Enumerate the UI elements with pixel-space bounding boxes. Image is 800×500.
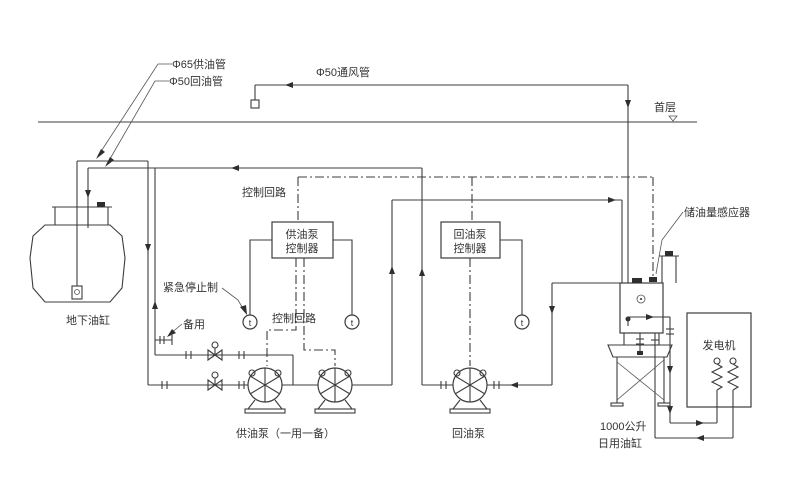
supply-controller-label-2: 控制器 [286,241,319,255]
return-pump-group: 回油泵 [419,168,620,440]
return-controller-label-2: 控制器 [454,241,487,255]
level-sensor-icon [649,277,657,282]
capped-standpipe [659,251,679,283]
control-circuit: 控制回路 控制回路 [242,176,654,366]
vent-pipe: Φ50通风管 [250,65,631,283]
flex-hose-icon [710,357,724,423]
day-tank: 1000公升 日用油缸 储油量感应器 [598,205,750,450]
foot-valve-icon [71,285,83,300]
gate-valve-icon [207,341,223,392]
tank-fitting-icon [97,202,105,207]
tank-manhole-icon [632,278,642,283]
underground-tank-label: 地下油缸 [66,313,110,327]
flange-icon [440,381,500,389]
control-loop-bottom-label: 控制回路 [272,311,316,325]
supply-pump-group: 供油泵（一用一备） [148,197,623,440]
spare-connection [155,335,173,345]
level-sensor-label: 储油量感应器 [684,205,750,219]
supply-pump-controller: 供油泵 控制器 t t 紧急停止制 [163,221,360,330]
supply-controller-label-1: 供油泵 [286,227,319,241]
first-floor-label: 首层 [654,100,676,114]
day-tank-label-1: 1000公升 [600,420,646,433]
return-pipe-label: Φ50回油管 [169,74,223,88]
level-gauge-icon [636,294,646,304]
generator-label: 发电机 [703,338,736,352]
day-tank-label-2: 日用油缸 [598,436,642,450]
svg-text:t: t [249,318,252,328]
return-pump [449,367,491,414]
return-controller-label-1: 回油泵 [454,227,487,241]
flex-hose-icon [726,357,740,438]
svg-text:t: t [351,318,354,328]
first-floor-line: 首层 [38,100,697,123]
emergency-stop-button: t [514,314,530,330]
tank-stand [607,333,673,407]
return-pump-controller: 回油泵 控制器 t [440,221,530,330]
return-pump-label: 回油泵 [452,426,485,440]
supply-pump-1 [244,367,286,414]
drain-valve-icon [636,338,644,345]
supply-return-risers: Φ65供油管 Φ50回油管 备用 [77,57,422,385]
control-loop-top-label: 控制回路 [242,185,286,199]
emergency-stop-button: t [242,314,258,330]
valve-ticks-icon [666,328,674,335]
supply-pumps-label: 供油泵（一用一备） [236,426,335,440]
vent-pipe-label: Φ50通风管 [316,65,370,79]
spare-label: 备用 [183,317,205,331]
ground-marker-icon [668,115,678,122]
vent-cap-icon [250,99,260,109]
generator: 发电机 [655,312,752,441]
emergency-stop-button: t [344,314,360,330]
emergency-stop-label: 紧急停止制 [163,280,218,294]
svg-text:t: t [521,318,524,328]
underground-tank: 地下油缸 [29,161,126,327]
flange-icon [161,351,245,389]
supply-pump-2 [314,367,356,414]
supply-pipe-label: Φ65供油管 [172,57,226,71]
